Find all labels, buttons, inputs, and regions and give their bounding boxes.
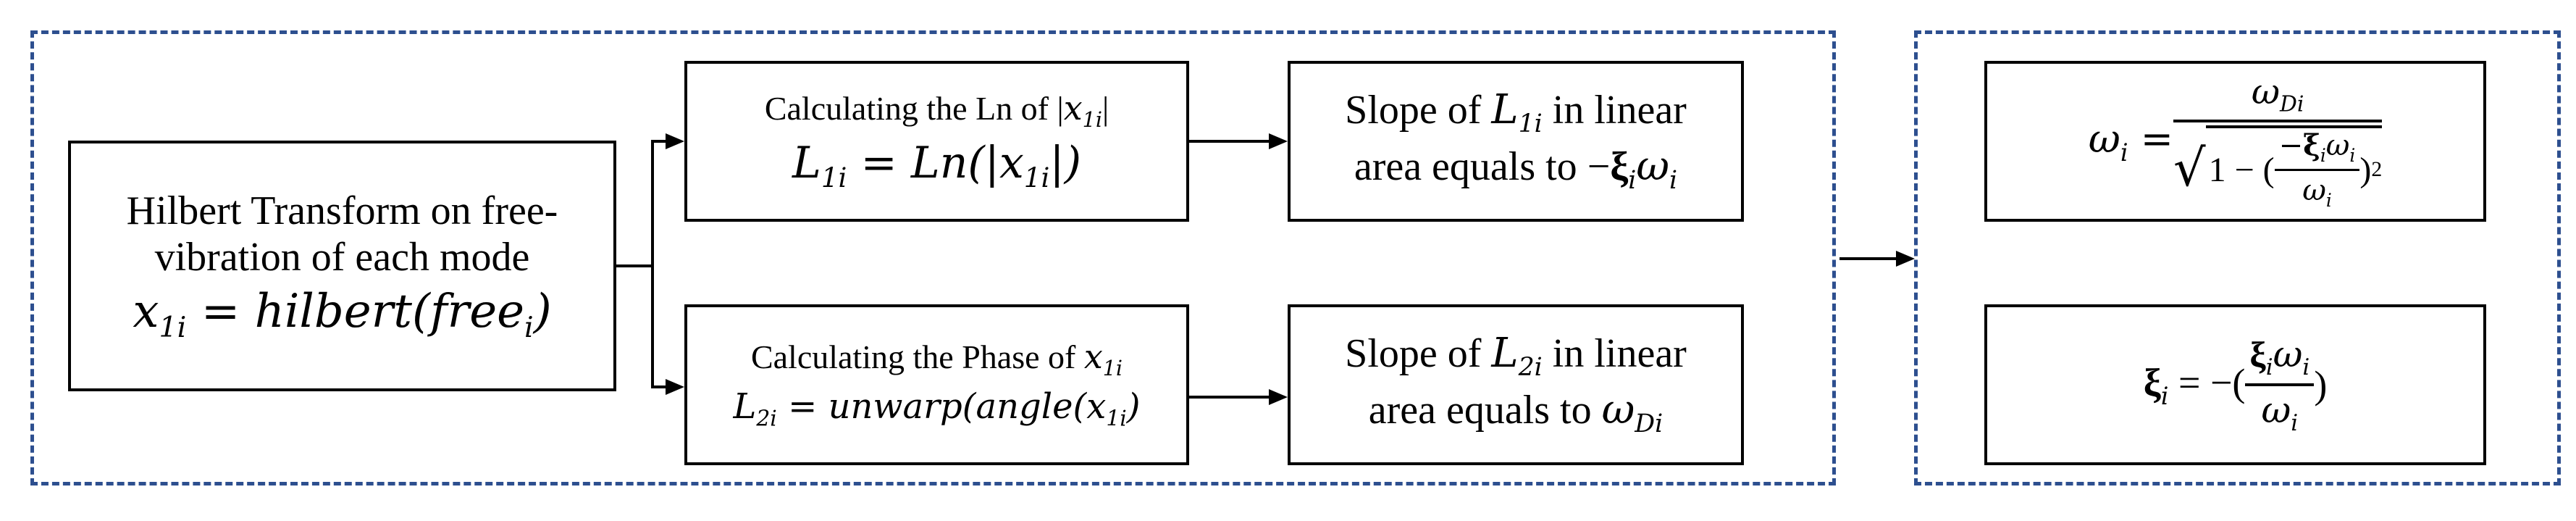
inner-fraction: −ξiωi ωi	[2274, 128, 2360, 212]
omega-numerator: ωDi	[2251, 71, 2304, 117]
xi-lhs: ξi = −(	[2143, 360, 2246, 410]
inner-fraction-bar	[2274, 169, 2360, 172]
xi-numerator: ξiωi	[2249, 333, 2310, 380]
phase-calculation-box: Calculating the Phase of x1i L2i = unwar…	[684, 304, 1189, 465]
xi-formula-box: ξi = −( ξiωi ωi )	[1984, 304, 2486, 465]
ln-equation: L1i = Ln(|x1i|)	[792, 138, 1081, 194]
connector-ln-to-slope1	[1189, 140, 1270, 143]
connector-frames	[1839, 257, 1897, 260]
omega-lhs: ωi =	[2088, 116, 2173, 167]
hilbert-transform-box: Hilbert Transform on free- vibration of …	[68, 141, 616, 391]
radicand: 1 − ( −ξiωi ωi )2	[2205, 125, 2383, 212]
inner-denominator: ωi	[2302, 174, 2332, 212]
connector-to-ln	[651, 140, 667, 143]
arrow-to-slope2-box	[1269, 389, 1288, 405]
connector-hilbert-out	[616, 264, 653, 267]
hilbert-line2: vibration of each mode	[154, 235, 530, 280]
phase-equation: L2i = unwarp(angle(x1i)	[733, 386, 1141, 432]
connector-phase-to-slope2	[1189, 396, 1270, 399]
xi-denominator: ωi	[2261, 389, 2299, 436]
slope-l1-line1: Slope of L1i in linear	[1345, 86, 1687, 139]
radical-sign: √	[2173, 138, 2206, 199]
arrow-to-result-frame	[1896, 251, 1915, 267]
omega-formula-box: ωi = ωDi √ 1 − ( −ξiωi ωi )2	[1984, 61, 2486, 222]
omega-denominator: √ 1 − ( −ξiωi ωi )2	[2173, 125, 2383, 212]
slope-l1-box: Slope of L1i in linear area equals to −ξ…	[1288, 61, 1744, 222]
ln-title: Calculating the Ln of |x1i|	[764, 88, 1109, 133]
ln-calculation-box: Calculating the Ln of |x1i| L1i = Ln(|x1…	[684, 61, 1189, 222]
arrow-to-phase-box	[666, 379, 684, 395]
omega-fraction: ωDi √ 1 − ( −ξiωi ωi )2	[2173, 71, 2383, 212]
slope-l1-line2: area equals to −ξiωi	[1354, 143, 1678, 196]
xi-fraction: ξiωi ωi	[2245, 333, 2315, 436]
slope-l2-line1: Slope of L2i in linear	[1345, 329, 1687, 383]
right-result-frame	[1914, 30, 2561, 485]
arrow-to-slope1-box	[1269, 133, 1288, 149]
inner-numerator: −ξiωi	[2278, 128, 2356, 167]
omega-fraction-bar	[2173, 120, 2383, 123]
left-process-frame	[30, 30, 1836, 485]
phase-title: Calculating the Phase of x1i	[750, 337, 1123, 381]
xi-fraction-bar	[2245, 383, 2315, 386]
connector-to-phase	[651, 385, 667, 388]
arrow-to-ln-box	[666, 133, 684, 149]
slope-l2-line2: area equals to ωDi	[1368, 386, 1664, 439]
hilbert-equation: x1i = hilbert(freei)	[133, 284, 552, 344]
connector-split-vertical	[651, 140, 654, 388]
xi-close: )	[2314, 363, 2328, 407]
hilbert-line1: Hilbert Transform on free-	[126, 188, 558, 233]
slope-l2-box: Slope of L2i in linear area equals to ωD…	[1288, 304, 1744, 465]
